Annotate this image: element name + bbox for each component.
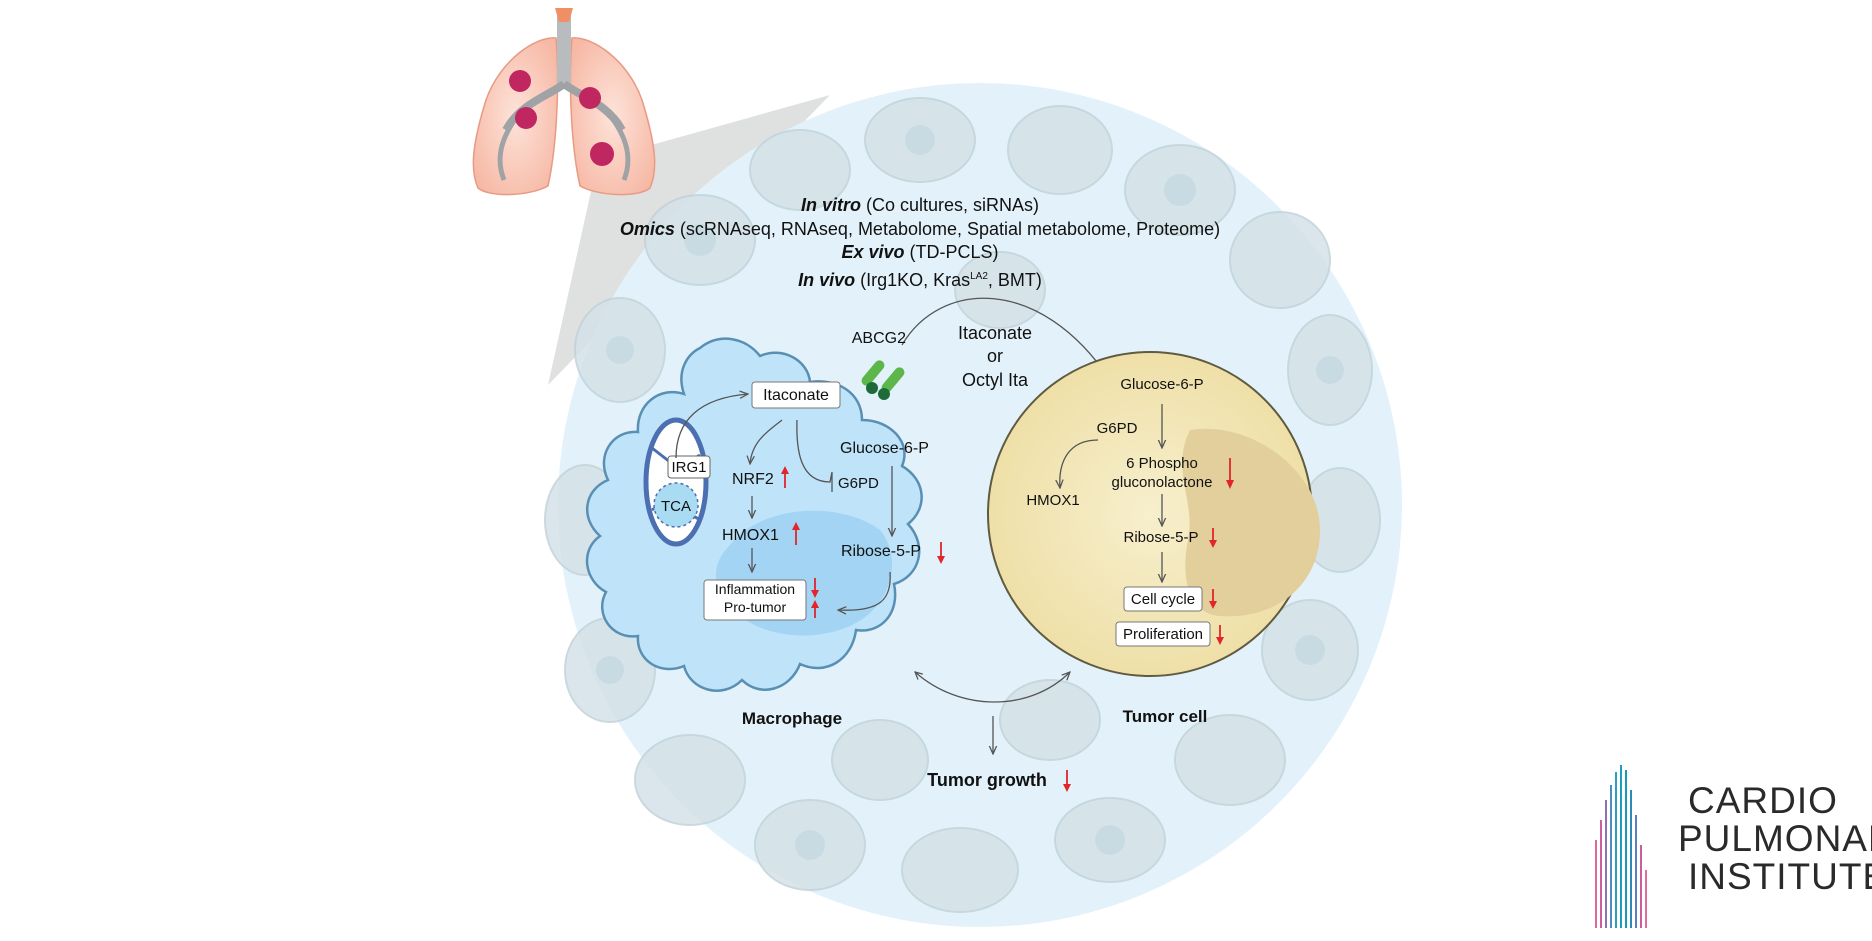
tumor-ribose5p-label: Ribose-5-P [1123, 529, 1198, 546]
mac-glucose6p-label: Glucose-6-P [840, 440, 929, 457]
irg1-label: IRG1 [671, 459, 706, 476]
abcg2-transporter-icon [861, 360, 905, 400]
inflammation-down-arrow [811, 578, 819, 598]
inflammation-box [703, 579, 807, 621]
hmox1-up-arrow [792, 522, 800, 545]
lungs-icon [472, 8, 656, 196]
nrf2-label: NRF2 [732, 471, 774, 488]
tumor-arrows [1060, 404, 1162, 582]
interaction-arrow [915, 672, 1070, 703]
abcg2-label: ABCG2 [852, 330, 906, 347]
itaconate-signal-l2: or [987, 346, 1003, 366]
cellcycle-box [1123, 586, 1203, 612]
tca-label: TCA [661, 498, 691, 515]
itaconate-signal-l3: Octyl Ita [962, 370, 1029, 390]
logo-word-3: INSTITUTE [1688, 856, 1872, 897]
itaconate-signal-l1: Itaconate [958, 323, 1032, 343]
growth-down-arrow [1063, 770, 1071, 792]
background-nuclei [596, 125, 1344, 860]
cpi-logo-mark [1595, 765, 1647, 928]
proliferation-box [1115, 621, 1211, 647]
tumor-glucose6p-label: Glucose-6-P [1120, 376, 1203, 393]
logo-word-2: PULMONARY [1678, 818, 1872, 859]
tumor-ribose5p-down-arrow [1209, 528, 1217, 548]
background-cells [544, 97, 1381, 913]
tumor-cell [987, 351, 1320, 677]
proliferation-label: Proliferation [1123, 626, 1203, 643]
phospho-down-arrow [1226, 458, 1234, 489]
itaconate-box [751, 381, 841, 409]
phospho-label-2: gluconolactone [1112, 474, 1213, 491]
tumor-g6pd-label: G6PD [1097, 420, 1138, 437]
methods-line-3: Ex vivo (TD-PCLS) [841, 242, 999, 262]
phospho-label-1: 6 Phospho [1126, 455, 1198, 472]
mac-ribose5p-label: Ribose-5-P [841, 543, 921, 560]
macrophage-title: Macrophage [742, 709, 842, 728]
tumor-hmox1-label: HMOX1 [1026, 492, 1079, 509]
ribose5p-down-arrow [937, 542, 945, 564]
tumor-growth-label: Tumor growth [927, 770, 1047, 790]
mac-itaconate-label: Itaconate [763, 387, 829, 404]
methods-line-2: Omics (scRNAseq, RNAseq, Metabolome, Spa… [619, 218, 1221, 239]
protumor-label: Pro-tumor [724, 599, 787, 615]
proliferation-down-arrow [1216, 625, 1224, 645]
logo-word-1: CARDIO [1688, 780, 1838, 821]
cellcycle-label: Cell cycle [1131, 591, 1195, 608]
cellcycle-down-arrow [1209, 589, 1217, 609]
tissue-circle [558, 83, 1402, 927]
regulation-arrows [781, 458, 1234, 792]
methods-text: In vitro (Co cultures, siRNAs) Omics (sc… [560, 194, 1280, 292]
methods-line-1: In vitro (Co cultures, siRNAs) [800, 195, 1040, 215]
cpi-logo: CARDIO PULMONARY INSTITUTE [1590, 760, 1872, 936]
protumor-up-arrow [811, 600, 819, 618]
tumor-title: Tumor cell [1123, 707, 1208, 726]
nrf2-up-arrow [781, 466, 789, 488]
inflammation-label: Inflammation [715, 581, 795, 597]
mac-hmox1-label: HMOX1 [722, 527, 779, 544]
mac-g6pd-label: G6PD [838, 475, 879, 492]
methods-line-4: In vivo (Irg1KO, KrasLA2, BMT) [798, 269, 1042, 290]
